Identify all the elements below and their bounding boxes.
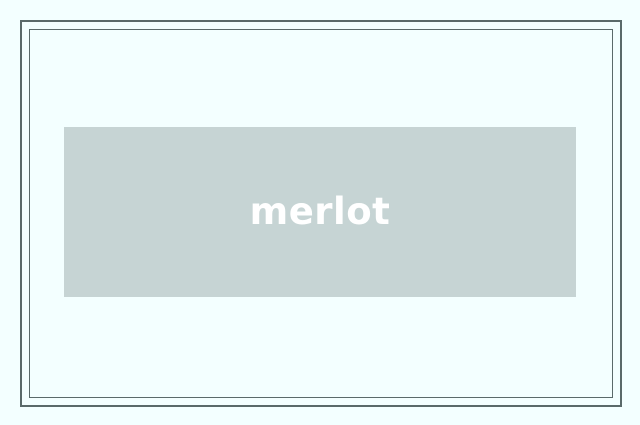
image-placeholder: merlot <box>64 127 576 297</box>
inner-frame-border <box>29 29 613 398</box>
placeholder-label: merlot <box>249 189 391 233</box>
outer-frame-border <box>20 20 622 407</box>
